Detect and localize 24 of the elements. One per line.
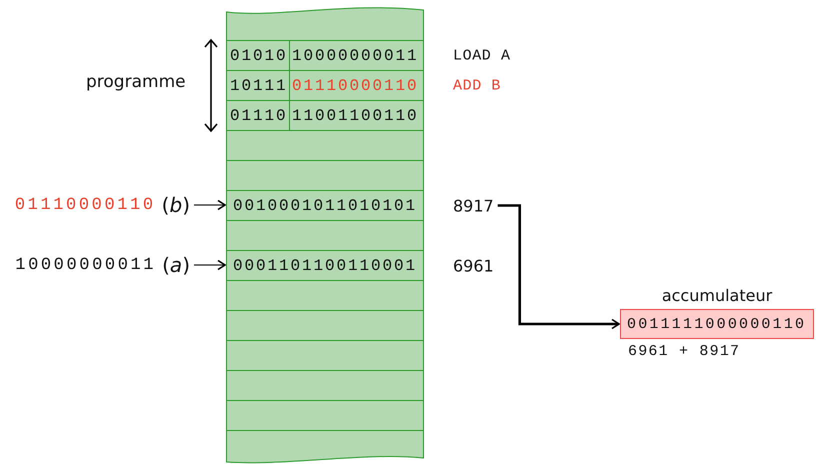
opcode-text: 10111 [230,76,288,94]
memory-cell [226,100,424,130]
arrow [194,260,226,270]
address-text: 01110000110 [14,196,156,214]
address-text: 11001100110 [291,106,419,124]
binary-word: 0010001011010101 [232,196,418,214]
decimal-value: 6961 [453,256,494,275]
binary-word: 0001101100110001 [232,256,418,274]
mnemonic-text: ADD B [453,77,502,94]
program-label: programme [86,72,186,92]
opcode-text: 01010 [230,46,288,64]
mnemonic-text: LOAD A [453,47,511,64]
address-text: 01110000110 [291,76,419,94]
decimal-value: 8917 [453,196,494,215]
variable-name: (a) [162,253,190,277]
opcode-text: 01110 [230,106,288,124]
register-label: accumulateur [662,286,772,305]
variable-name: (b) [162,193,190,217]
arrow [194,200,226,210]
address-text: 10000000011 [291,46,419,64]
accumulator-register: 0011111000000110 [620,309,814,339]
address-text: 10000000011 [15,256,156,274]
sum-note: 6961 + 8917 [628,343,740,360]
arrow [498,204,620,330]
